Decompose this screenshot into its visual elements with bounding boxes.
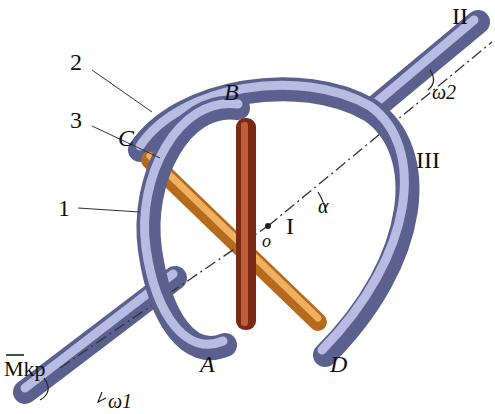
vector-bar (6, 354, 24, 356)
cross-pin-highlight (241, 122, 248, 326)
axis-label: II (452, 4, 468, 28)
callout-number: 3 (70, 108, 82, 132)
axis-label: III (416, 148, 440, 172)
yoke-2-highlight (140, 85, 404, 350)
leader-line (92, 70, 152, 112)
angular-speed: ω2 (432, 82, 456, 102)
point-label: A (200, 352, 215, 376)
yoke-2 (140, 89, 407, 355)
angle-label: α (318, 196, 329, 216)
angular-speed: ω1 (108, 391, 132, 411)
rotation-arrow (98, 392, 106, 402)
centre-dot (265, 223, 271, 229)
leader-line (78, 208, 140, 212)
leader-line (92, 126, 160, 158)
axis-label: I (286, 214, 294, 238)
point-label: B (224, 80, 239, 104)
centre-label: o (262, 232, 271, 250)
cross-pin (236, 118, 256, 330)
shaft-ii-highlight (372, 20, 474, 106)
cross-arm-highlight (150, 156, 318, 318)
callout-number: 2 (70, 50, 82, 74)
yoke-1-highlight (145, 103, 238, 344)
point-label: D (330, 352, 347, 376)
callout-number: 1 (58, 196, 70, 220)
point-label: C (118, 126, 134, 150)
rotation-arrow (40, 378, 48, 400)
torque-label: Mkp (4, 358, 46, 380)
